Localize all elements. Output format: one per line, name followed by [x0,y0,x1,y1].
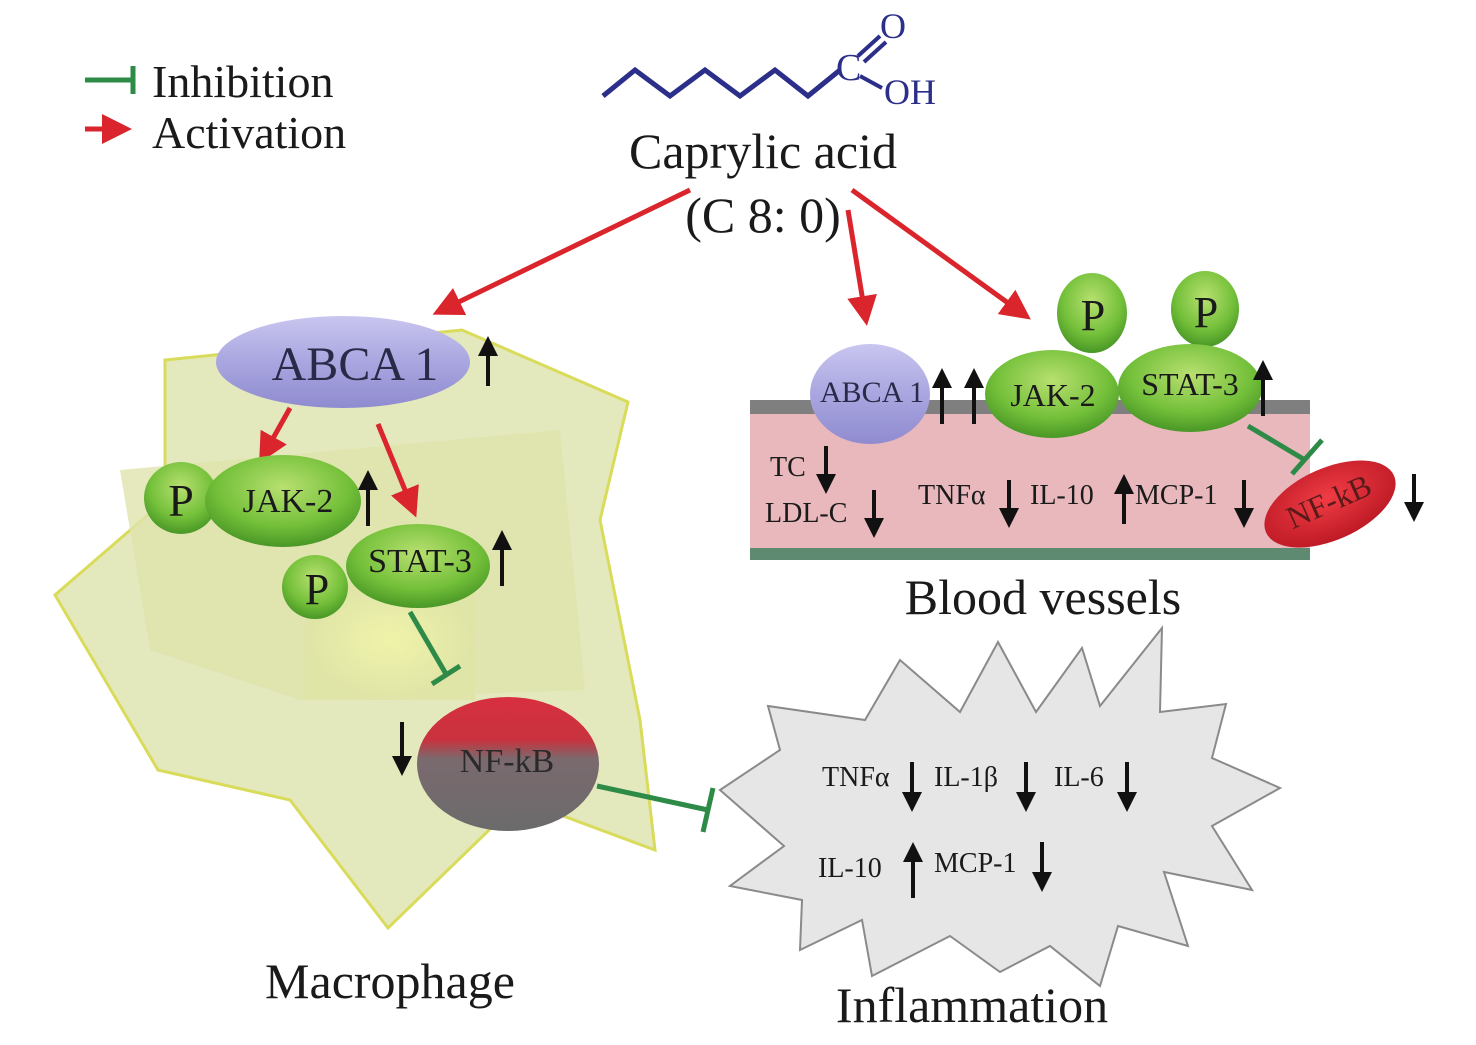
inhibit-nfkb-to-inflammation [596,783,709,813]
vessel-jak2-phospho [1057,273,1127,353]
vessel-stat3-p-label: P [1194,288,1218,337]
vessel-nfkb-node [1264,460,1396,548]
molecule-name: Caprylic acid [629,123,897,179]
inflammation-tnfa-label: TNFα [822,762,890,793]
macrophage-nfkb-node [417,697,599,831]
arrow-to-macrophage-abca1 [432,187,692,316]
legend-inhibition-label: Inhibition [152,56,333,107]
arrow-to-vessel-abca1 [845,209,877,326]
oxygen-atom-label: O [880,6,906,46]
vessel-inhibit-stat3-to-nfkb-bar [1290,438,1324,476]
inflammation-burst: TNFα IL-1β IL-6 IL-10 MCP-1 Inflammation [718,625,1283,1033]
inhibit-stat3-to-nfkb [407,610,449,676]
legend-activation-label: Activation [152,107,346,158]
arrow-to-vessel-jak2 [850,187,1031,320]
macrophage-abca1-node [216,316,470,408]
macrophage-stat3-phospho [282,555,348,619]
vessel-wall-bottom [750,548,1310,560]
double-bond-a [856,34,882,58]
vessel-stat3-phospho [1171,271,1239,347]
vessel-jak2-node [985,350,1119,438]
vessel-jak2-label: JAK-2 [1010,377,1095,413]
macrophage-cell [53,328,657,931]
inflammation-mcp1-label: MCP-1 [934,848,1016,879]
vessel-abca1-node [810,344,930,444]
macrophage-jak2-p-label: P [168,475,194,526]
macrophage-jak2-label: JAK-2 [243,483,334,520]
caprylic-acid-structure: C O OH Caprylic acid (C 8: 0) [601,6,936,243]
vessel-stat3-node [1118,344,1262,432]
molecule-formula: (C 8: 0) [685,187,841,243]
inflammation-title: Inflammation [836,977,1108,1033]
vessel-jak2-p-label: P [1081,291,1105,340]
inflammation-il1b-label: IL-1β [934,762,998,793]
macrophage-stat3-label: STAT-3 [368,543,472,580]
blood-vessel: ABCA 1 P JAK-2 P STAT-3 NF-kB TC LDL-C T… [750,271,1424,625]
vessel-ldlc-label: LDL-C [765,498,847,529]
arrow-abca1-to-stat3 [375,423,419,518]
vessel-tnfa-label: TNFα [918,480,986,511]
vessel-mcp1-label: MCP-1 [1135,480,1217,511]
vessel-stat3-label: STAT-3 [1141,366,1239,402]
carbon-atom-label: C [836,47,861,89]
inhibit-stat3-to-nfkb-bar [430,663,462,687]
arrow-abca1-to-jak2 [259,406,293,464]
vessel-il10-label: IL-10 [1030,480,1094,511]
macrophage-stat3-node [346,524,490,608]
vessel-tc-label: TC [770,452,806,483]
macrophage-abca1-label: ABCA 1 [272,338,439,391]
macrophage-title: Macrophage [265,953,515,1009]
macrophage-jak2-phospho [144,462,218,534]
inhibit-nfkb-to-inflammation-bar [700,787,716,833]
macrophage-stat3-p-label: P [305,565,329,614]
carbon-chain [601,66,842,100]
inflammation-star-shape [718,625,1283,988]
legend: Inhibition Activation [85,56,346,158]
macrophage-pathway: ABCA 1 P JAK-2 P STAT-3 NF-kB Macrophage [144,316,716,1009]
macrophage-nfkb-label: NF-kB [460,743,554,780]
vessel-inhibit-stat3-to-nfkb [1246,423,1307,463]
inflammation-il10-label: IL-10 [818,853,882,884]
vessel-abca1-label: ABCA 1 [820,376,924,409]
single-bond-oh [859,74,883,90]
double-bond-b [862,40,888,64]
macrophage-jak2-node [205,455,361,547]
vessel-title: Blood vessels [905,569,1181,625]
hydroxyl-label: OH [884,72,936,112]
caprylic-acid-arrows [432,187,1031,326]
inflammation-il6-label: IL-6 [1054,762,1104,793]
